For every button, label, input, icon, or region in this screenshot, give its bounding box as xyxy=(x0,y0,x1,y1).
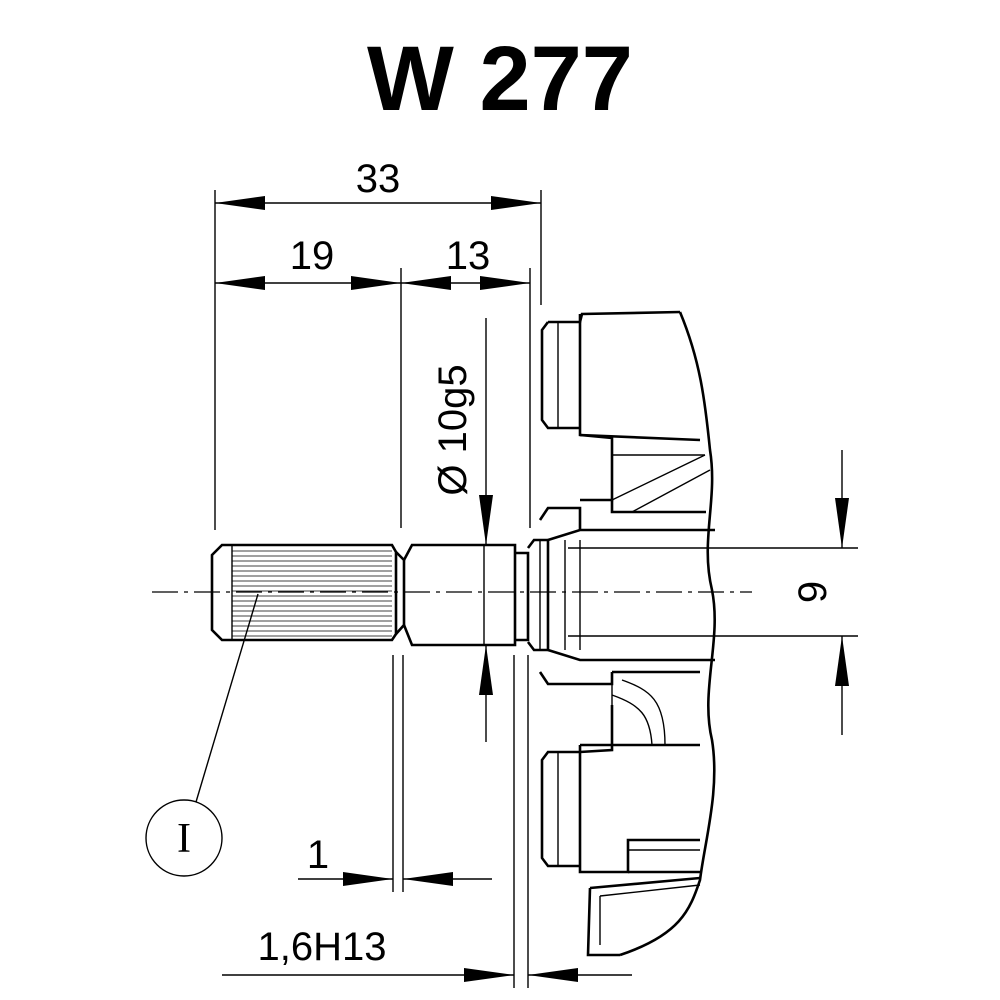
shaft xyxy=(210,538,550,652)
housing-outline xyxy=(538,310,716,957)
drawing-title: W 277 xyxy=(367,28,633,130)
dimension-groove-offset xyxy=(298,655,492,892)
detail-marker xyxy=(145,593,259,877)
dimension-splined xyxy=(215,268,402,528)
dimension-groove-width xyxy=(222,655,632,988)
dimension-journal xyxy=(401,268,531,528)
dimension-overall-label: 33 xyxy=(356,157,401,201)
dimension-groove-width-label: 1,6H13 xyxy=(258,925,387,969)
dimension-flat xyxy=(568,450,858,735)
dimension-overall xyxy=(214,190,542,530)
dimension-diameter xyxy=(479,318,493,742)
dimension-journal-label: 13 xyxy=(446,234,491,278)
detail-marker-label: I xyxy=(177,816,191,862)
dimension-splined-label: 19 xyxy=(290,234,335,278)
dimension-groove-offset-label: 1 xyxy=(307,833,329,877)
spline-teeth xyxy=(232,550,392,637)
dimension-diameter-label: Ø 10g5 xyxy=(431,364,475,495)
dimension-flat-label: 9 xyxy=(791,581,835,603)
